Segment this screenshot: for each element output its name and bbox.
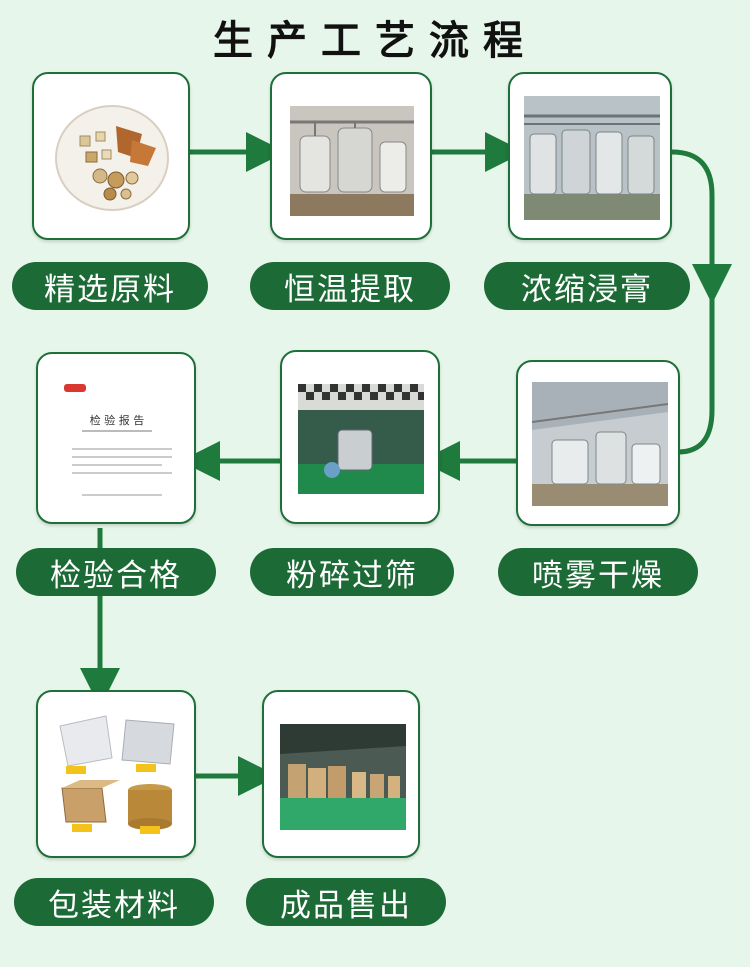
step-label-6: 检验合格 [16,548,216,596]
concentration-tanks-image [524,96,660,220]
step-card-6: 检 验 报 告 [36,352,196,524]
arrow-3-to-4 [671,149,732,304]
page-title: 生产工艺流程 [213,17,537,64]
step-label-7: 包装材料 [14,878,214,926]
step-card-5 [280,350,440,524]
step-label-8: 成品售出 [246,878,446,926]
step-card-1 [32,72,190,240]
step-card-8 [262,690,420,858]
extraction-tanks-image [290,106,414,216]
step-card-3 [508,72,672,240]
step-label-2: 恒温提取 [250,262,450,310]
finished-goods-warehouse-image [280,724,406,830]
herbal-raw-materials-image [55,105,169,211]
step-card-4 [516,360,680,526]
packaging-materials-image [59,715,175,834]
step-card-7 [36,690,196,858]
grinding-room-image [298,384,424,494]
spray-dryer-image [532,382,668,506]
report-seal-icon [64,384,86,392]
step-card-2 [270,72,432,240]
step-label-3: 浓缩浸膏 [484,262,690,310]
arrow-4-to-4-return [677,284,715,455]
step-label-5: 粉碎过筛 [250,548,454,596]
step-label-1: 精选原料 [12,262,208,310]
report-heading: 检 验 报 告 [89,414,145,427]
inspection-report-image: 检 验 报 告 [52,368,182,508]
step-label-4: 喷雾干燥 [498,548,698,596]
